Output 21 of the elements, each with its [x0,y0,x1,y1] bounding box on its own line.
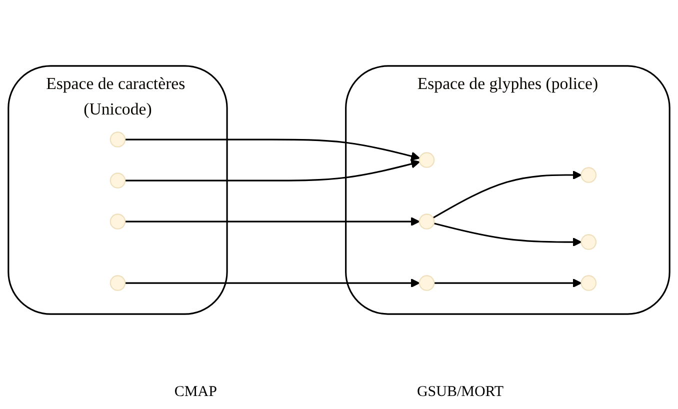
node-circle [580,167,597,183]
arrow [125,278,420,288]
node-circle [110,275,126,291]
arrow [125,138,420,161]
arrow [434,278,582,288]
node-circle [110,172,126,188]
bracket-label: GSUB/MORT [416,384,504,401]
node-circle [418,152,435,168]
cluster: Espace de caractères (Unicode) [8,65,228,315]
node-circle [418,275,435,291]
arrow [432,170,582,219]
node-circle [110,214,126,230]
bracket-label: CMAP [174,384,217,401]
node-circle [580,275,597,291]
arrow [434,222,582,247]
node-circle [110,132,126,148]
cluster: Espace de glyphes (police) [345,65,670,315]
arrow [125,159,420,182]
node-circle [418,214,435,230]
arrow [125,216,420,226]
node-circle [580,234,597,250]
